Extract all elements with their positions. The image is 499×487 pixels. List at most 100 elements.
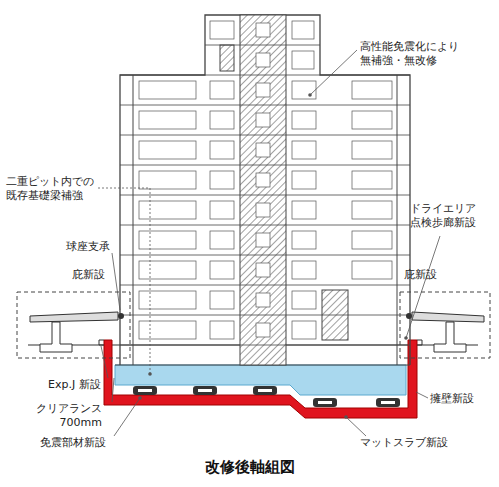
- shear-core: [240, 15, 286, 365]
- window: [139, 141, 196, 159]
- leader-line: [112, 253, 120, 310]
- note-label: 二重ピット内での 既存基礎梁補強: [6, 175, 94, 204]
- window: [256, 263, 270, 277]
- window: [352, 111, 392, 129]
- part-label: 免震部材新設: [40, 436, 106, 450]
- leader-line: [98, 188, 150, 374]
- window: [210, 291, 234, 309]
- part-label: Exp.J 新設: [48, 378, 101, 392]
- column: [397, 75, 398, 365]
- window: [292, 321, 316, 339]
- floor-line: [120, 225, 410, 226]
- leader-dot: [148, 372, 152, 376]
- floor-line: [120, 255, 410, 256]
- floor-line: [120, 105, 410, 106]
- caption: 改修後軸組図: [0, 458, 499, 477]
- window: [292, 51, 314, 69]
- expansion-joint: [417, 340, 422, 345]
- window: [352, 231, 392, 249]
- floor-line: [120, 135, 410, 136]
- detail-box: [17, 292, 130, 358]
- window: [292, 111, 316, 129]
- window: [292, 261, 316, 279]
- window: [210, 321, 234, 339]
- eave-slab: [30, 312, 118, 322]
- window: [256, 233, 270, 247]
- isolator: [193, 386, 217, 395]
- shear-wall: [220, 45, 234, 71]
- window: [352, 141, 392, 159]
- window: [210, 21, 234, 39]
- leader-line: [101, 346, 108, 378]
- window: [256, 293, 270, 307]
- leader-dot: [308, 93, 312, 97]
- window: [256, 173, 270, 187]
- leader-line: [112, 378, 114, 402]
- isolator-body: [313, 398, 337, 407]
- window: [139, 261, 196, 279]
- leader-line: [416, 392, 428, 398]
- isolator-body: [253, 386, 277, 395]
- window: [256, 113, 270, 127]
- window: [292, 201, 316, 219]
- isolator: [376, 398, 400, 407]
- eave-column: [40, 322, 72, 352]
- window: [292, 21, 314, 39]
- eave-slab: [412, 312, 484, 322]
- window: [139, 171, 196, 189]
- floor-line: [120, 165, 410, 166]
- part-label: 庇新設: [72, 268, 105, 282]
- isolator-core: [381, 401, 395, 404]
- window: [139, 291, 196, 309]
- window: [256, 203, 270, 217]
- window: [139, 201, 196, 219]
- leaders: [98, 50, 440, 436]
- window: [292, 81, 316, 99]
- window: [139, 81, 196, 99]
- window: [139, 111, 196, 129]
- isolator-body: [376, 398, 400, 407]
- window: [292, 141, 316, 159]
- window: [139, 231, 196, 249]
- window: [256, 83, 270, 97]
- isolator-core: [318, 401, 332, 404]
- window: [352, 171, 392, 189]
- leader-dot: [138, 396, 142, 400]
- floor-line: [120, 345, 410, 346]
- isolator-core: [138, 389, 152, 392]
- window: [352, 201, 392, 219]
- window: [292, 171, 316, 189]
- window: [210, 171, 234, 189]
- leader-line: [310, 50, 357, 95]
- window: [210, 231, 234, 249]
- window: [352, 261, 392, 279]
- isolator-core: [258, 389, 272, 392]
- floor-line: [205, 45, 320, 46]
- window: [292, 291, 316, 309]
- window: [256, 143, 270, 157]
- window: [210, 261, 234, 279]
- window: [256, 23, 270, 37]
- ball-bearing: [406, 313, 412, 319]
- floor-line: [120, 195, 410, 196]
- window: [256, 53, 270, 67]
- isolators: [133, 386, 400, 407]
- expansion-joint: [99, 340, 104, 345]
- leader-line: [114, 398, 140, 436]
- part-label: 庇新設: [404, 268, 437, 282]
- floor-line: [120, 75, 410, 76]
- note-label: 高性能免震化により 無補強・無改修: [360, 40, 459, 69]
- detail-box: [400, 292, 490, 358]
- eave-column: [434, 322, 466, 352]
- leader-line: [346, 417, 366, 436]
- window: [210, 81, 234, 99]
- building-outline: [120, 15, 410, 365]
- note-label: ドライエリア 点検歩廊新設: [410, 202, 476, 231]
- floor-line: [120, 315, 410, 316]
- isolator: [253, 386, 277, 395]
- window: [292, 231, 316, 249]
- existing-pit: [115, 365, 406, 395]
- window: [210, 141, 234, 159]
- leader-dot: [344, 415, 348, 419]
- floors: [120, 21, 410, 345]
